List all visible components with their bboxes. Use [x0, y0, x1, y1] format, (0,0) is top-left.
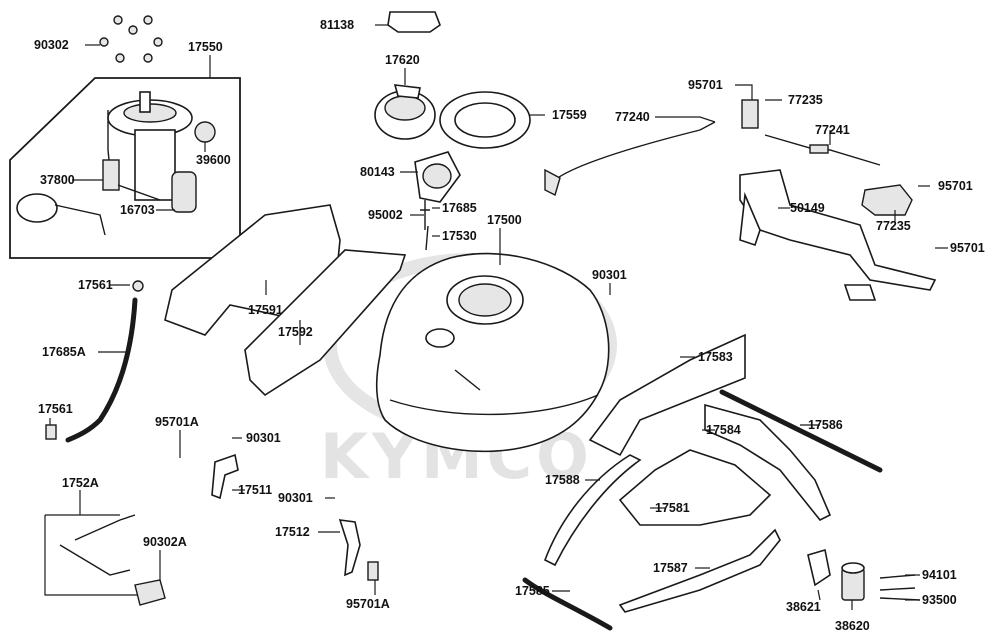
- label-94101: 94101: [922, 568, 957, 582]
- label-90302A: 90302A: [143, 535, 187, 549]
- label-38620: 38620: [835, 619, 870, 633]
- label-17512: 17512: [275, 525, 310, 539]
- label-95701-a: 95701: [688, 78, 723, 92]
- label-95701-c: 95701: [950, 241, 985, 255]
- label-17530: 17530: [442, 229, 477, 243]
- lock-77235-b: [861, 184, 913, 216]
- cover-17583: [588, 333, 746, 457]
- label-17685: 17685: [442, 201, 477, 215]
- label-50149: 50149: [790, 201, 825, 215]
- label-17511: 17511: [238, 483, 272, 497]
- screws-94101: [879, 574, 916, 591]
- label-17559: 17559: [552, 108, 587, 122]
- label-17685A: 17685A: [42, 345, 86, 359]
- cable-assembly-1752A: [44, 514, 166, 606]
- clamp-17561-b: [45, 424, 57, 440]
- label-90301-a: 90301: [592, 268, 627, 282]
- bolt-cluster: [99, 15, 163, 63]
- label-37800: 37800: [40, 173, 75, 187]
- bracket-17511: [211, 453, 239, 500]
- bolt-95701A: [367, 561, 379, 581]
- label-17592: 17592: [278, 325, 313, 339]
- label-16703: 16703: [120, 203, 155, 217]
- label-17620: 17620: [385, 53, 420, 67]
- label-17581: 17581: [655, 501, 690, 515]
- fuel-cap: [374, 84, 436, 140]
- label-77235-b: 77235: [876, 219, 911, 233]
- label-17561-a: 17561: [78, 278, 113, 292]
- clamp-17561-a: [132, 280, 144, 292]
- bracket-50149: [739, 169, 937, 301]
- label-17585: 17585: [515, 584, 550, 598]
- label-95002: 95002: [368, 208, 403, 222]
- label-17500: 17500: [487, 213, 522, 227]
- label-17586: 17586: [808, 418, 843, 432]
- label-90301-b: 90301: [246, 431, 281, 445]
- label-17583: 17583: [698, 350, 733, 364]
- strip-17586: [719, 389, 883, 473]
- fuel-pump-assembly: [9, 77, 241, 259]
- label-39600: 39600: [196, 153, 231, 167]
- cover-17587: [618, 528, 781, 613]
- label-38621: 38621: [786, 600, 821, 614]
- label-81138: 81138: [320, 18, 354, 32]
- label-95701-b: 95701: [938, 179, 973, 193]
- label-80143: 80143: [360, 165, 395, 179]
- label-90301-c: 90301: [278, 491, 313, 505]
- bracket-38621: [807, 548, 831, 587]
- seal-17585: [522, 577, 613, 631]
- fuel-tank: [375, 252, 610, 453]
- label-77235-a: 77235: [788, 93, 823, 107]
- gasket-17559: [439, 91, 531, 149]
- filler-neck: [414, 151, 461, 203]
- leaders: [49, 24, 948, 610]
- cover-17581: [618, 449, 772, 526]
- switch-38620: [841, 562, 865, 601]
- hose-17685A: [65, 297, 138, 443]
- label-90302-top: 90302: [34, 38, 69, 52]
- label-17561-b: 17561: [38, 402, 73, 416]
- lock-77235-a: [741, 99, 759, 129]
- label-95701A-a: 95701A: [155, 415, 199, 429]
- cover-17584: [704, 403, 832, 522]
- pad-17592: [244, 249, 407, 397]
- bracket-81138: [387, 11, 441, 33]
- label-17591: 17591: [248, 303, 283, 317]
- bracket-17512: [338, 519, 361, 577]
- label-17587: 17587: [653, 561, 688, 575]
- label-17584: 17584: [706, 423, 741, 437]
- label-93500: 93500: [922, 593, 957, 607]
- cable-77240: [549, 121, 716, 186]
- callout-labels: 81138 90302 17550 39600 37800 16703 1762…: [34, 18, 985, 633]
- label-1752A: 1752A: [62, 476, 99, 490]
- label-95701A-b: 95701A: [346, 597, 390, 611]
- clip-95002: [420, 200, 430, 230]
- label-17550: 17550: [188, 40, 223, 54]
- seal-17588: [543, 454, 642, 567]
- hose-17530: [425, 225, 429, 251]
- label-17588: 17588: [545, 473, 580, 487]
- label-77241: 77241: [815, 123, 850, 137]
- label-77240: 77240: [615, 110, 650, 124]
